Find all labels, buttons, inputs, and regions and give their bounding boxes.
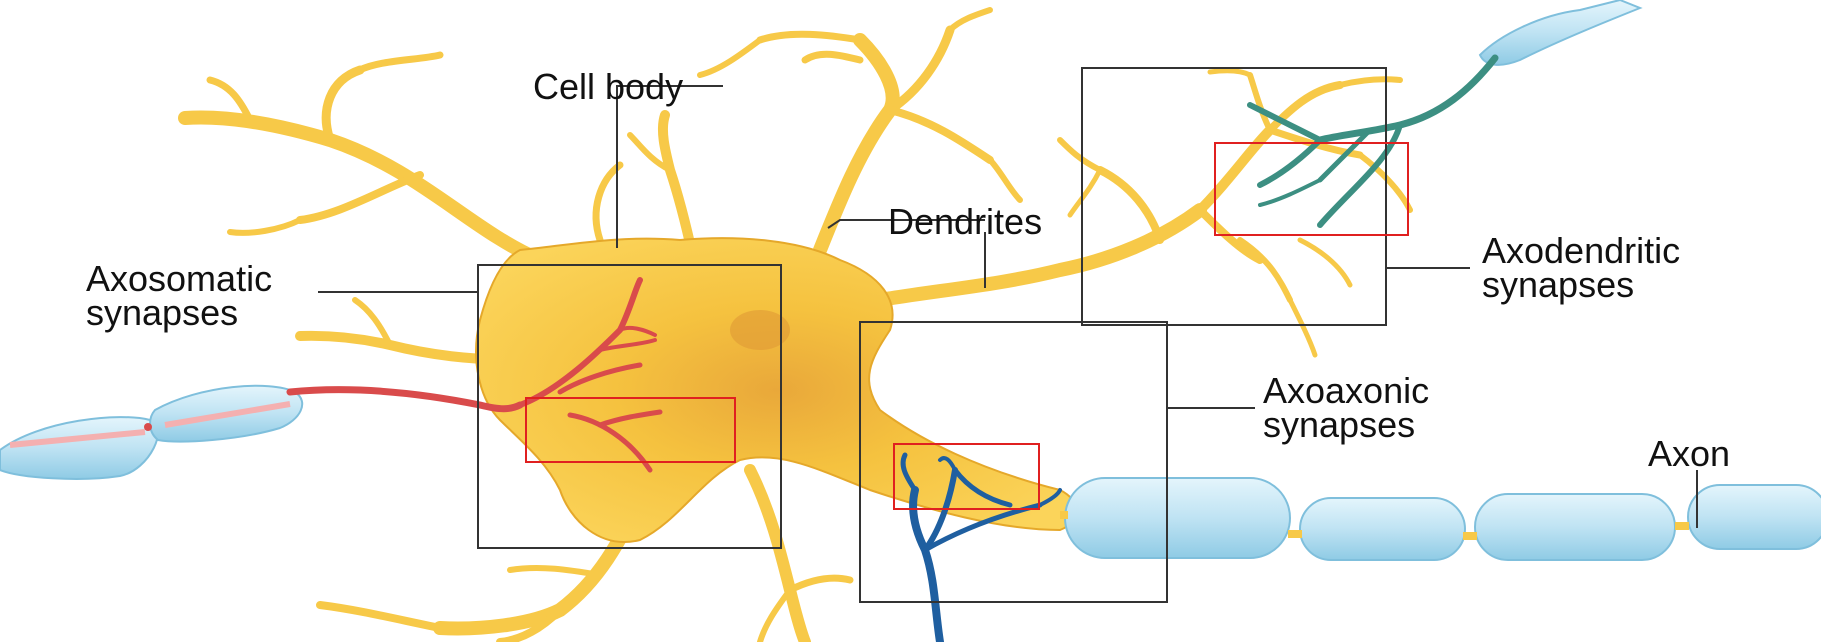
axodendritic-axon (1250, 58, 1495, 225)
dendrites-label: Dendrites (888, 205, 1042, 239)
axon-label: Axon (1648, 437, 1730, 471)
left-myelin-sheath (0, 386, 302, 479)
axodendritic-frame (1082, 68, 1386, 325)
axodendritic-synapses-label: Axodendritic synapses (1482, 234, 1680, 302)
right-myelin-sheath (1060, 478, 1821, 560)
cell-body-label: Cell body (533, 70, 683, 104)
axoaxonic-synapses-label: Axoaxonic synapses (1263, 374, 1429, 442)
top-right-myelin-sheath (1480, 0, 1640, 65)
axosomatic-synapses-label: Axosomatic synapses (86, 262, 272, 330)
